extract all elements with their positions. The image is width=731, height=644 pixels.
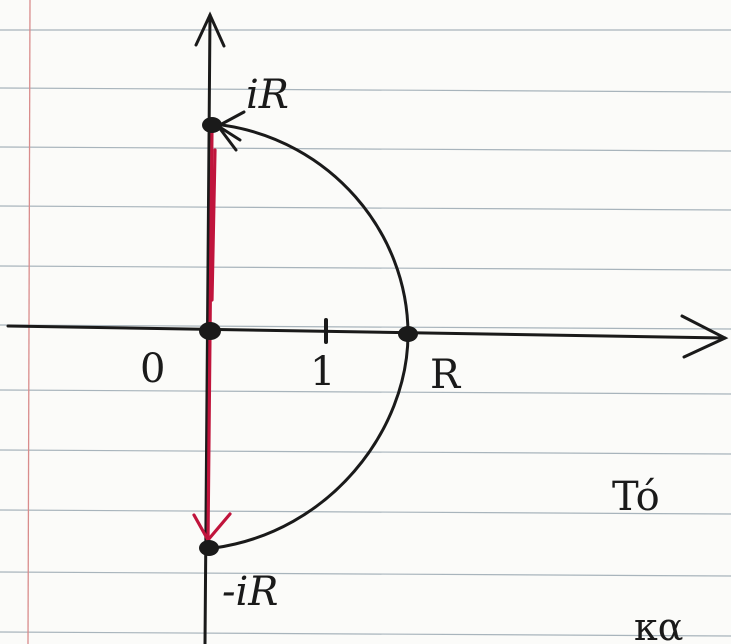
arc-arrowhead	[215, 110, 246, 152]
point-top	[202, 117, 222, 133]
semicircle-arc	[212, 123, 410, 550]
point-radius	[398, 326, 418, 342]
margin-word-2: κα	[634, 605, 683, 644]
point-origin	[199, 322, 221, 340]
margin-word-1: Tó	[612, 474, 660, 520]
label-radius: R	[430, 352, 462, 398]
label-one: 1	[310, 349, 335, 395]
label-bottom: -iR	[222, 569, 278, 615]
real-axis	[6, 314, 729, 359]
ruled-lines	[0, 29, 731, 637]
point-bottom	[199, 540, 219, 556]
points	[199, 117, 418, 556]
label-top: iR	[246, 72, 289, 118]
label-origin: 0	[140, 346, 165, 392]
margin-line	[27, 0, 31, 644]
